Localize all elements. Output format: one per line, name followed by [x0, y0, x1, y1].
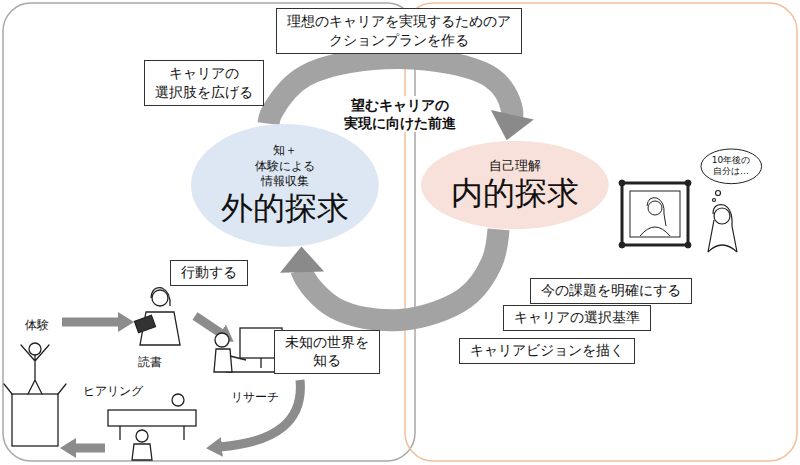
head — [172, 394, 184, 406]
node-text: 理想のキャリアを実現するためのア クションプランを作る — [287, 12, 511, 50]
activity-label: 体験 — [23, 318, 51, 334]
phase-title: 外的探求 — [221, 190, 349, 227]
small-arrow — [74, 444, 105, 453]
ellipse-shape — [421, 141, 609, 229]
phase-title: 内的探求 — [451, 175, 579, 212]
head — [29, 343, 41, 355]
body — [21, 345, 49, 394]
arrow-head — [280, 246, 324, 272]
box — [12, 394, 58, 446]
arm — [230, 356, 246, 360]
small-arrow — [220, 380, 300, 447]
book — [134, 315, 155, 332]
step-box: キャリアの選択基準 — [503, 305, 651, 331]
frame-inner — [630, 191, 680, 237]
portrait-head — [648, 201, 662, 215]
node-text: 今の課題を明確にする — [541, 282, 681, 300]
head — [152, 290, 168, 306]
step-box: 理想のキャリアを実現するためのア クションプランを作る — [276, 8, 522, 54]
frame — [622, 183, 688, 245]
portrait-frame — [619, 180, 691, 248]
arrow-head — [491, 110, 534, 140]
ornament — [619, 242, 625, 248]
center-caption: 望むキャリアの 実現に向けた前進 — [342, 96, 458, 132]
ellipse-shape — [191, 124, 379, 247]
node-text: 未知の世界を 知る — [285, 334, 369, 369]
node-text: キャリアの 選択肢を広げる — [155, 64, 253, 102]
head — [215, 333, 229, 347]
ornament — [685, 180, 691, 186]
activity-label: リサーチ — [229, 390, 281, 406]
node-text: 行動する — [181, 264, 237, 282]
ellipse-shape — [701, 149, 762, 184]
thought-bubble: 10年後の 自分は… — [700, 148, 763, 185]
step-box: キャリアビジョンを描く — [459, 338, 635, 364]
bubble-tail — [713, 199, 716, 202]
box-flap — [4, 384, 66, 394]
small-arrow — [62, 318, 120, 327]
step-box: キャリアの 選択肢を広げる — [144, 60, 264, 106]
step-box: 未知の世界を 知る — [274, 330, 380, 373]
cycle-arrows — [62, 316, 300, 448]
activity-label: ヒアリング — [81, 384, 145, 400]
experience-figure — [4, 343, 66, 446]
step-box: 今の課題を明確にする — [530, 278, 692, 304]
head — [714, 208, 730, 224]
step-box: 行動する — [170, 260, 248, 286]
small-arrow — [195, 316, 222, 334]
phase-ellipse: 知＋体験による 情報収集外的探求 — [190, 123, 380, 248]
node-text: 10年後の 自分は… — [712, 155, 750, 177]
hair — [708, 205, 737, 252]
woman-figure — [708, 191, 737, 253]
body — [132, 444, 152, 460]
node-text: キャリアビジョンを描く — [470, 342, 624, 360]
table — [108, 410, 196, 426]
bubble-tail — [716, 191, 721, 196]
arrow-band — [300, 229, 498, 320]
node-text: キャリアの選択基準 — [514, 309, 640, 327]
head — [136, 430, 148, 442]
reading-figure — [134, 288, 180, 345]
ornament — [619, 180, 625, 186]
activity-label: 読書 — [136, 355, 164, 371]
table-leg — [120, 426, 184, 440]
node-text: 自己理解 — [489, 158, 541, 175]
phase-ellipse: 自己理解内的探求 — [420, 140, 610, 230]
node-text: 知＋体験による 情報収集 — [255, 143, 315, 190]
hair — [151, 288, 170, 306]
hearing-figure — [108, 394, 196, 460]
portrait-body — [640, 198, 670, 236]
body — [214, 349, 232, 372]
ornament — [685, 242, 691, 248]
